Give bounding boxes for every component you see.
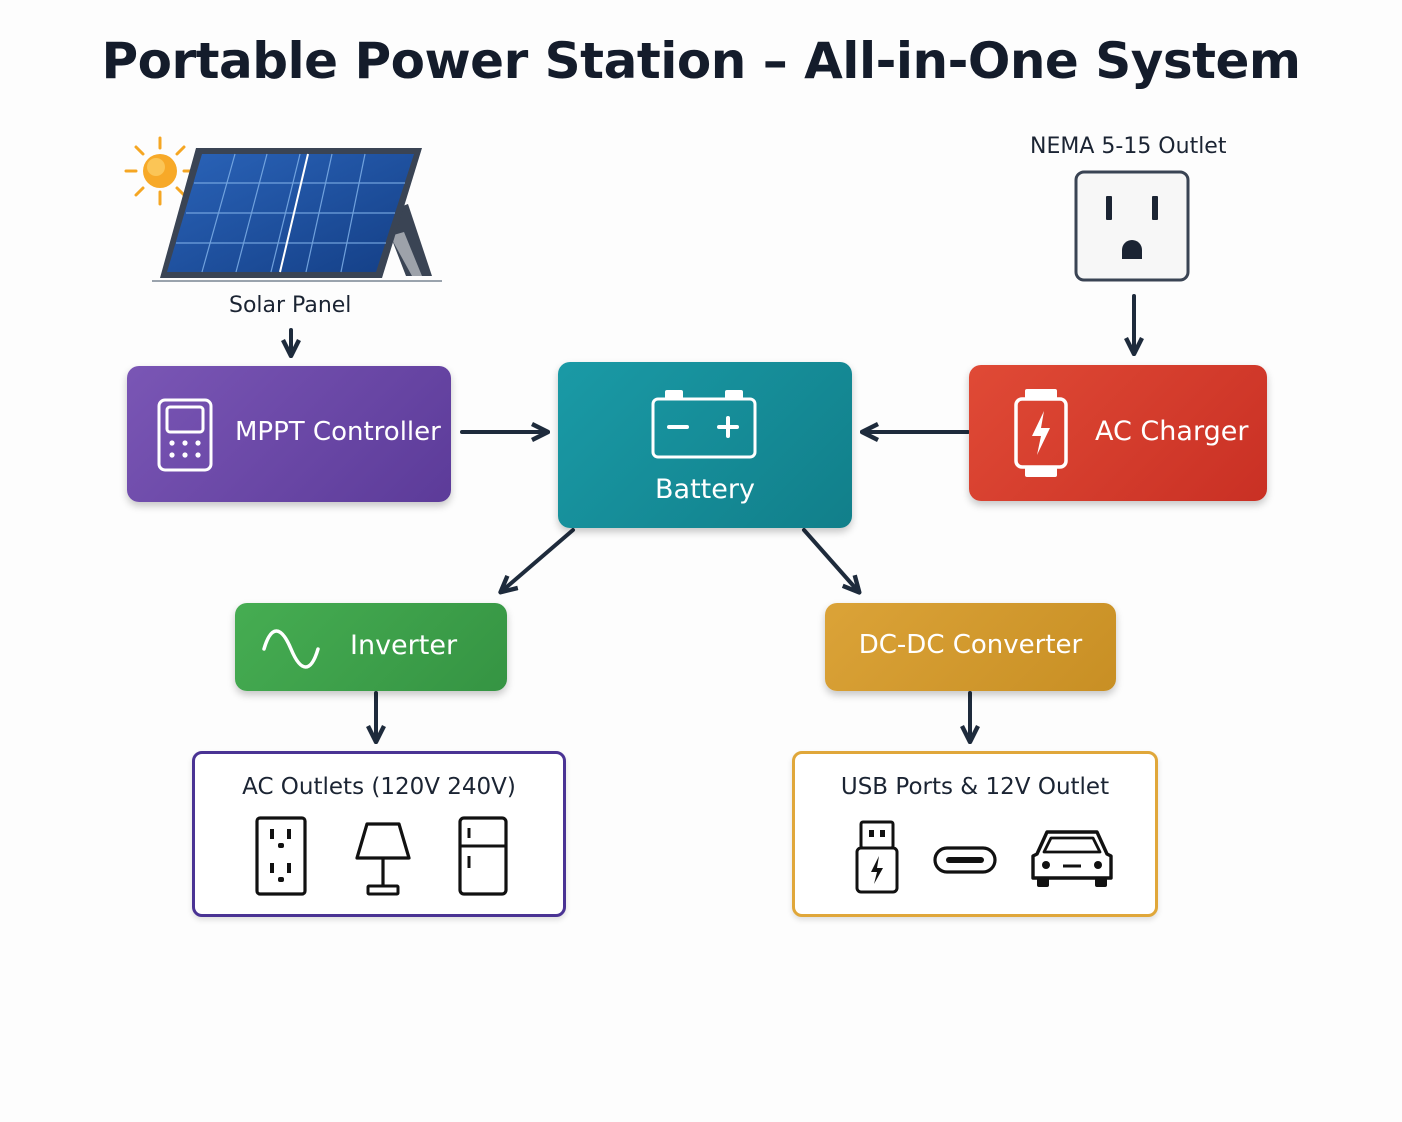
- controller-icon: [157, 398, 213, 472]
- sine-wave-icon: [262, 629, 320, 669]
- lamp-icon: [355, 822, 411, 896]
- inverter-node: Inverter: [235, 603, 507, 691]
- battery-node: Battery: [558, 362, 852, 528]
- wall-outlet-icon: [255, 816, 307, 896]
- mppt-controller-label: MPPT Controller: [235, 417, 441, 447]
- battery-icon: [651, 390, 757, 459]
- ac-outlets-label: AC Outlets (120V 240V): [242, 774, 516, 800]
- sun-icon: [124, 136, 198, 206]
- refrigerator-icon: [458, 816, 508, 896]
- dc-outputs-box: USB Ports & 12V Outlet: [792, 751, 1158, 917]
- arrow-battery-to-dcdc: [802, 528, 858, 591]
- usb-c-icon: [933, 846, 997, 874]
- ac-charger-node: AC Charger: [969, 365, 1267, 501]
- charger-icon: [1014, 389, 1068, 477]
- mppt-controller-node: MPPT Controller: [127, 366, 451, 502]
- battery-label: Battery: [655, 474, 755, 505]
- outlet-label: NEMA 5-15 Outlet: [1030, 134, 1227, 159]
- page-title: Portable Power Station – All-in-One Syst…: [101, 32, 1301, 90]
- arrow-battery-to-inverter: [502, 528, 575, 591]
- dc-outputs-label: USB Ports & 12V Outlet: [840, 774, 1110, 800]
- nema-outlet-icon: [1074, 170, 1190, 282]
- car-icon: [1031, 830, 1113, 887]
- solar-panel-icon: [152, 148, 442, 282]
- ac-charger-label: AC Charger: [1095, 416, 1249, 447]
- solar-panel-label: Solar Panel: [229, 293, 352, 318]
- ac-outlets-box: AC Outlets (120V 240V): [192, 751, 566, 917]
- inverter-label: Inverter: [350, 630, 458, 661]
- dcdc-converter-node: DC-DC Converter: [825, 603, 1116, 691]
- usb-icon: [855, 820, 899, 894]
- dcdc-converter-label: DC-DC Converter: [858, 630, 1083, 660]
